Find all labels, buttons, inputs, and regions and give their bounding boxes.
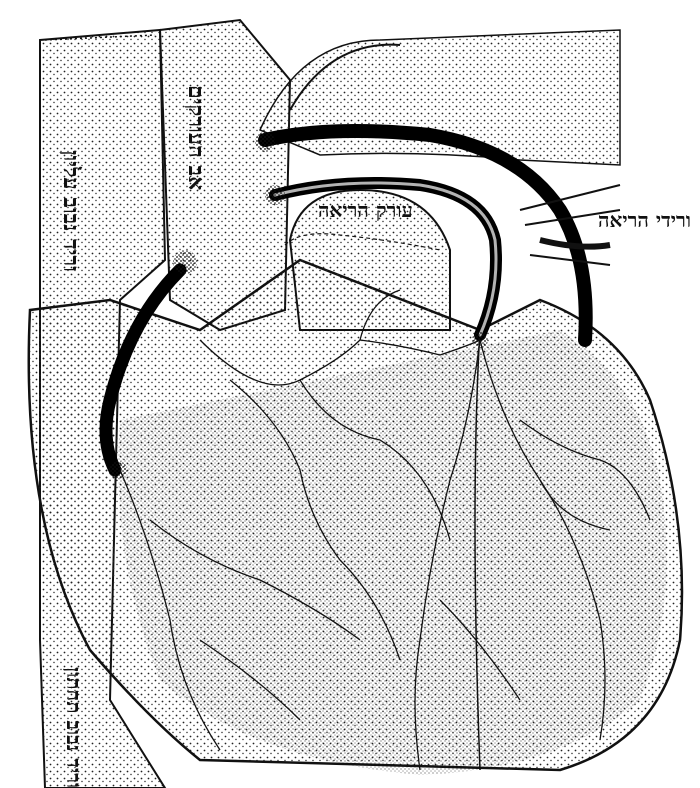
label-inferior-vena-cava: וריד נבוב תחתון — [62, 700, 86, 788]
label-pulmonary-artery: עורק הריאה — [318, 198, 413, 223]
aortic-arch — [260, 30, 620, 165]
label-pulmonary-veins: ורידי הריאה — [598, 208, 691, 233]
label-superior-vena-cava: וריד נבוב עליון — [58, 72, 84, 272]
label-aorta: אב העורקים — [183, 30, 209, 190]
